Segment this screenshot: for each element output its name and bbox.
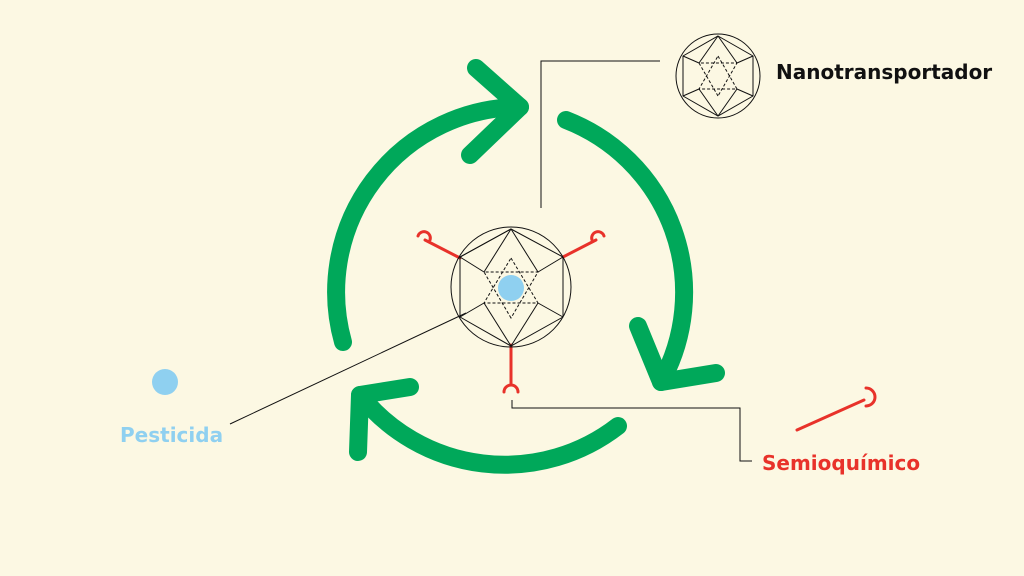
leader-line-semiochemical [511,400,752,462]
cycle-arrowhead-bottom [349,378,419,461]
leader-lines [229,60,752,462]
pesticide-legend-icon [152,369,178,395]
semiochemical-hook-bottom [502,383,520,394]
semiochemical-label: Semioquímico [762,451,921,475]
nanocarrier-legend-icon [675,33,761,119]
cycle-arrowhead-right [629,317,725,391]
semiochemical-arm-right [561,238,598,259]
cycle-arrow-right [557,111,694,391]
semiochemical-hook-right [590,230,606,242]
nanocarrier-label: Nanotransportador [776,60,993,84]
semiochemical-arm-left [423,238,462,260]
cycle-arrow-top [327,98,529,351]
cycle-arrowhead-top [461,59,529,164]
cycle-arrows-icon [327,59,725,474]
leader-line-pesticide [229,312,467,425]
leader-line-nanocarrier [540,60,660,208]
central-nanocarrier-icon [450,226,572,348]
cycle-arrow-bottom [351,386,627,474]
semiochemical-legend-icon [795,386,877,432]
pesticide-label: Pesticida [120,423,224,447]
semiochemical-arms [416,230,606,394]
pesticide-core-icon [498,275,524,301]
semiochemical-hook-left [416,230,432,242]
